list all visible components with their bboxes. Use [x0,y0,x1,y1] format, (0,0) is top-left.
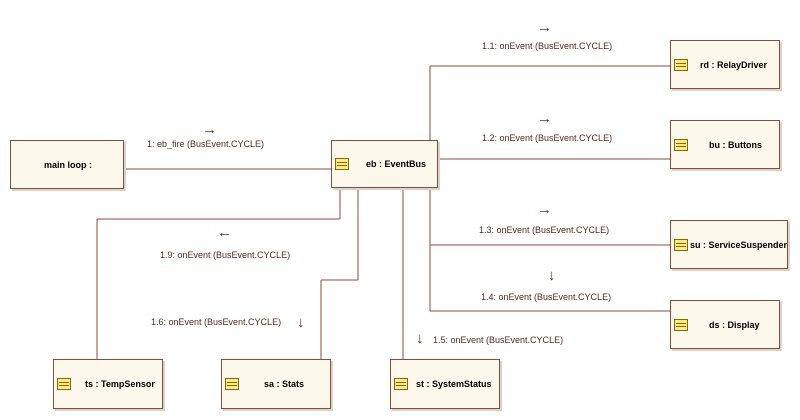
object-main-loop[interactable]: main loop : [10,140,124,189]
object-label: sa : Stats [264,379,305,389]
object-stats[interactable]: sa : Stats [221,359,331,409]
object-label: su : ServiceSuspender [690,239,788,250]
uml-class-icon [674,138,688,151]
object-display[interactable]: ds : Display [670,300,780,349]
object-label: ts : TempSensor [85,379,155,389]
message-label-1-6: 1.6: onEvent (BusEvent.CYCLE) [151,317,282,327]
object-label: ds : Display [709,319,760,330]
uml-class-icon [57,378,71,390]
object-label: bu : Buttons [709,139,762,150]
message-label-1-1: 1.1: onEvent (BusEvent.CYCLE) [482,41,613,51]
uml-class-icon [674,238,688,251]
arrow-right-icon: → [537,19,552,36]
uml-class-icon [674,58,688,71]
object-label: main loop : [44,159,92,170]
arrow-down-icon: ↓ [297,314,305,331]
arrow-right-icon: → [202,121,217,138]
arrow-down-icon: ↓ [548,267,556,284]
arrow-right-icon: → [537,110,552,127]
object-temp-sensor[interactable]: ts : TempSensor [53,359,163,409]
message-label-1-3: 1.3: onEvent (BusEvent.CYCLE) [479,225,610,235]
object-buttons[interactable]: bu : Buttons [670,120,780,169]
message-label-1-5: 1.5: onEvent (BusEvent.CYCLE) [433,335,564,345]
uml-class-icon [335,158,349,170]
message-label-1-9: 1.9: onEvent (BusEvent.CYCLE) [160,250,291,260]
message-label-1-2: 1.2: onEvent (BusEvent.CYCLE) [482,133,613,143]
uml-class-icon [394,378,408,390]
uml-class-icon [674,318,688,331]
message-label-1: 1: eb_fire (BusEvent.CYCLE) [147,139,265,149]
uml-class-icon [225,378,239,390]
object-relay-driver[interactable]: rd : RelayDriver [670,40,780,89]
object-label: st : SystemStatus [416,379,492,389]
object-service-suspender[interactable]: su : ServiceSuspender [670,220,788,269]
message-label-1-4: 1.4: onEvent (BusEvent.CYCLE) [481,292,612,302]
object-system-status[interactable]: st : SystemStatus [390,359,500,409]
object-event-bus[interactable]: eb : EventBus [331,140,438,188]
arrow-right-icon: → [537,201,552,218]
object-label: rd : RelayDriver [700,59,768,70]
arrow-down-icon: ↓ [416,330,424,347]
arrow-left-icon: ← [217,224,232,241]
object-label: eb : EventBus [366,159,427,169]
